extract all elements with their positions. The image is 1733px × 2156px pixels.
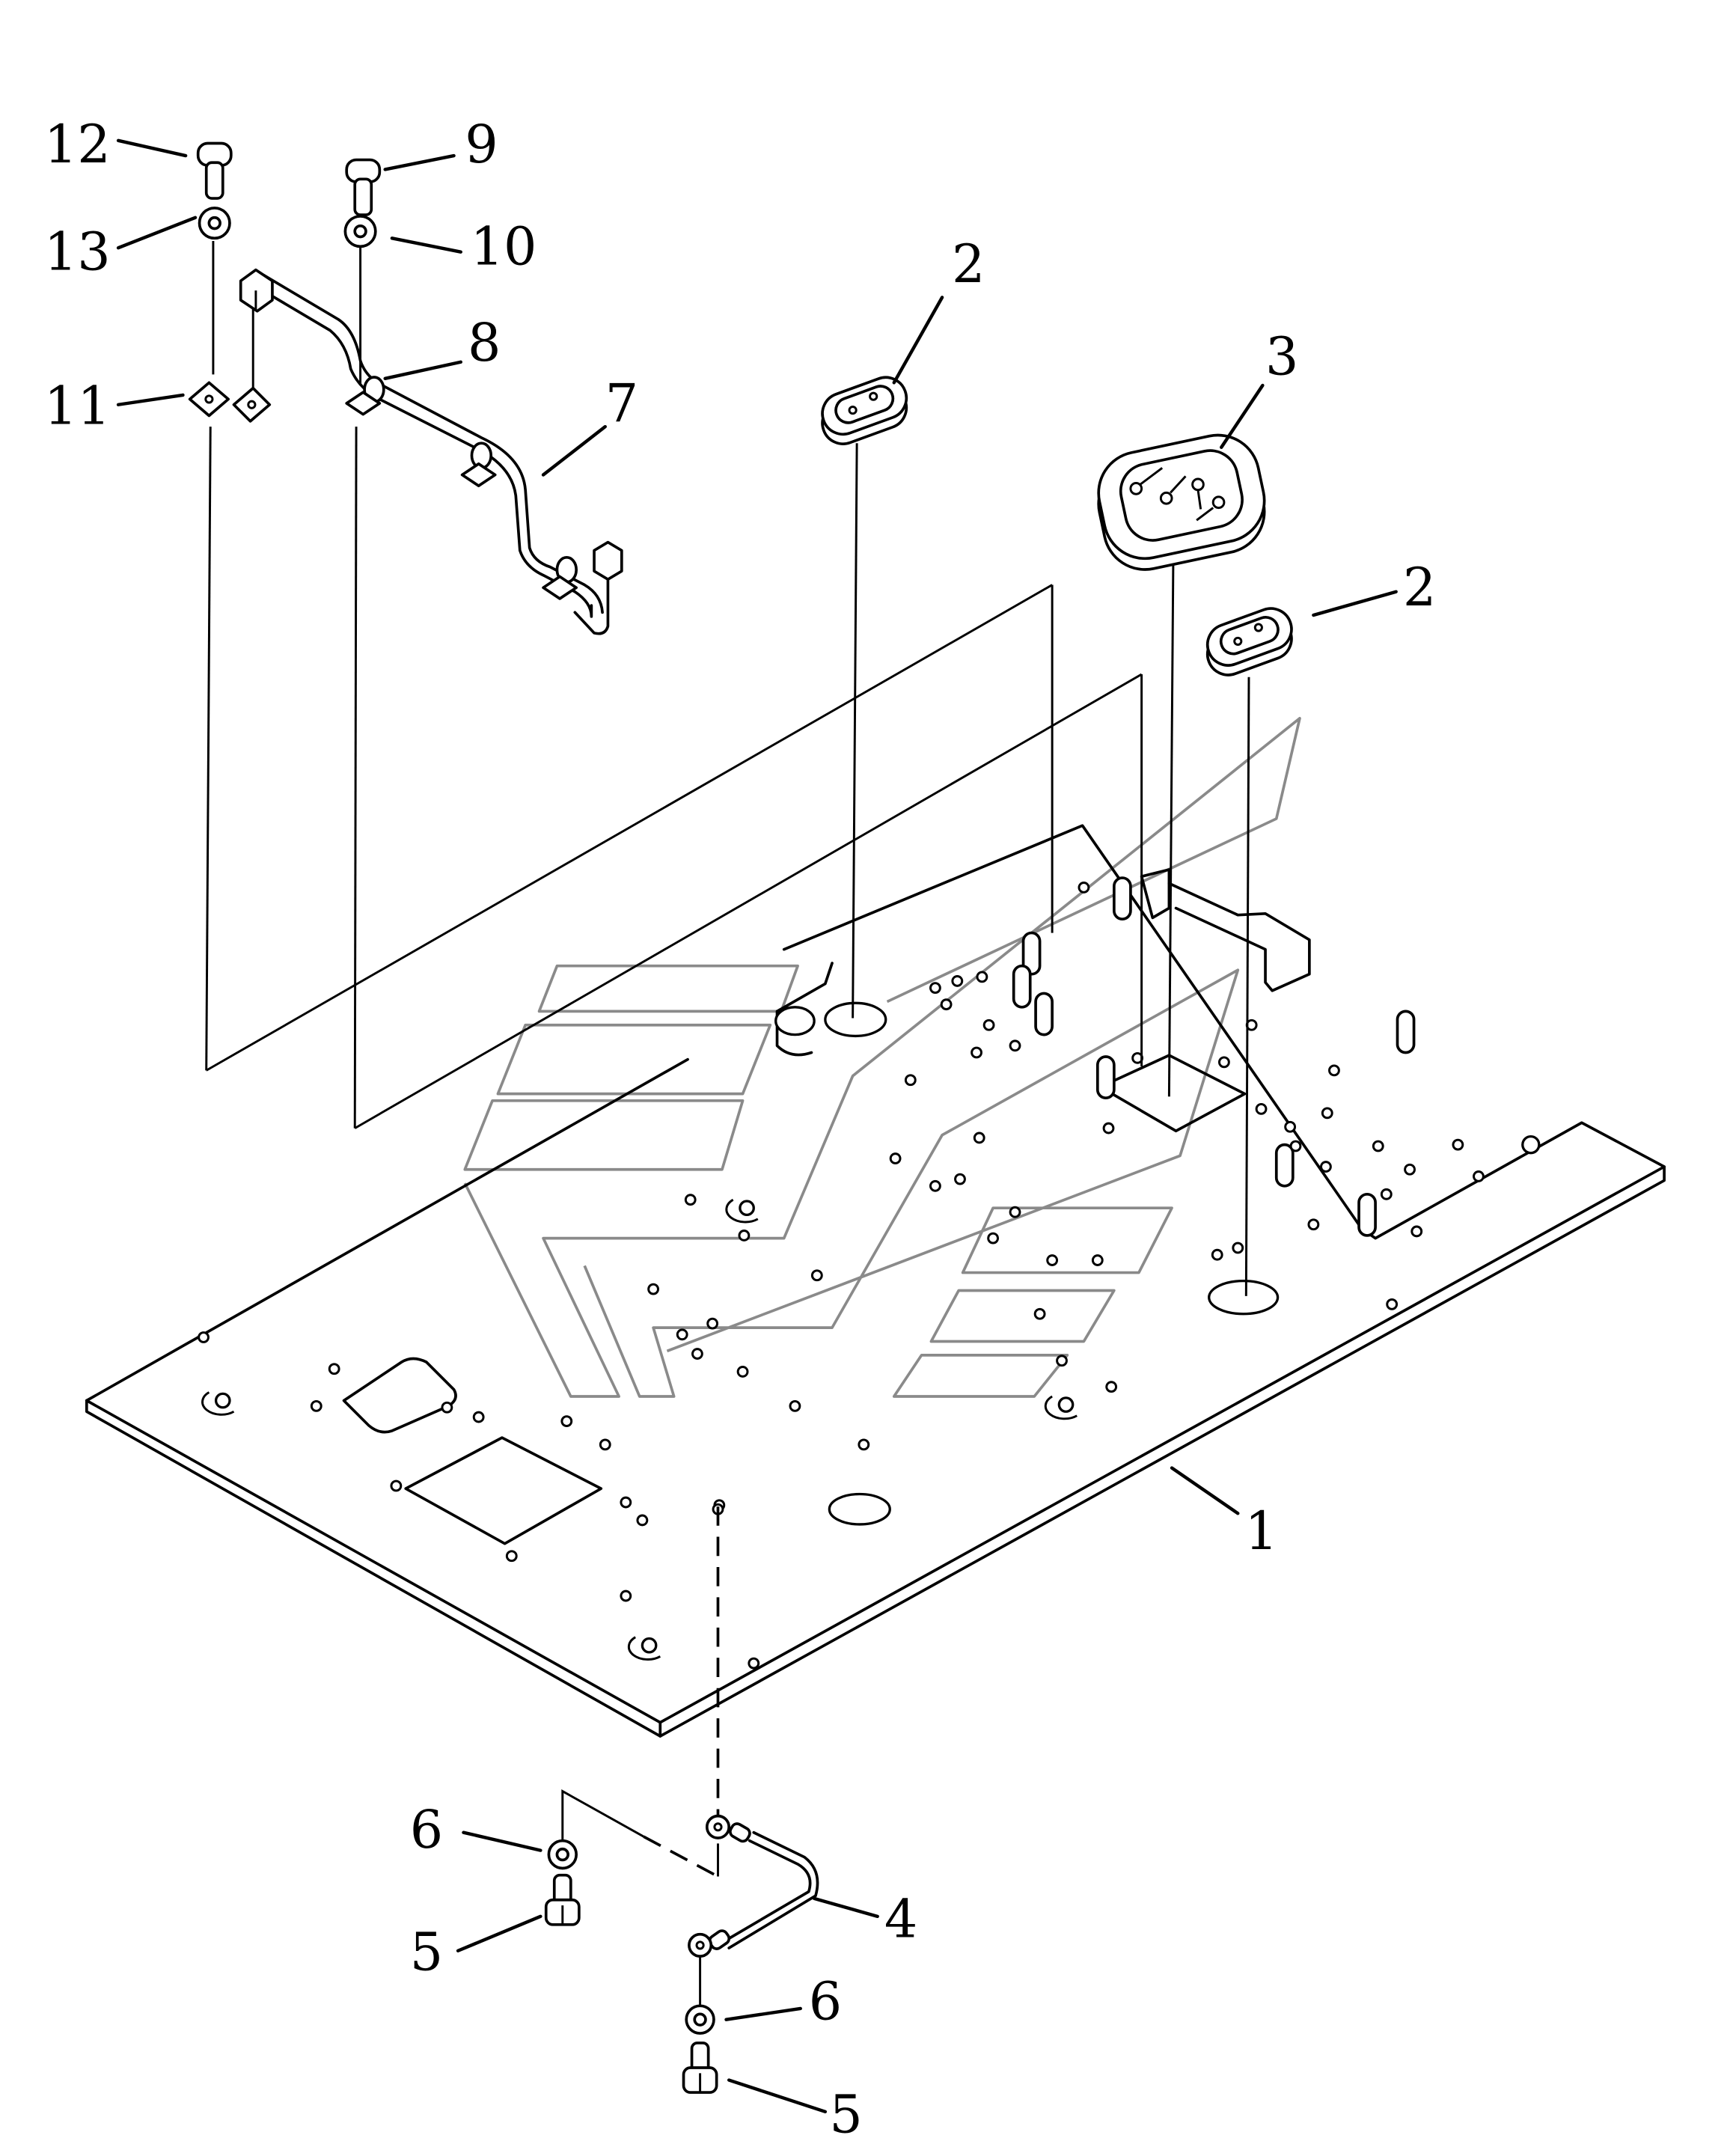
callout-leaders: [116, 138, 1398, 2114]
floor-plate: [85, 824, 1666, 1738]
bolt-12: [196, 141, 233, 200]
wiring-harness-7: [239, 268, 623, 635]
standoff-posts: [1012, 876, 1416, 1237]
callout-3: 3: [1265, 326, 1298, 387]
countersunk-holes: [201, 1135, 1541, 1661]
callout-numbers: 12 13 11 9 10 8 7 2 3 2 1 6 5 4 6 5: [44, 114, 1436, 2145]
connector-end-right: [573, 540, 623, 635]
callout-6-lower: 6: [809, 1972, 842, 2033]
clamp-8: [345, 376, 578, 600]
callout-9: 9: [465, 114, 498, 175]
callout-2-right: 2: [1403, 558, 1436, 618]
plate-logo-watermark: [463, 717, 1301, 1398]
callout-12: 12: [44, 114, 111, 175]
callout-8: 8: [468, 313, 501, 373]
washer-6-lower: [685, 2004, 715, 2035]
clamp-bracket-11: [188, 381, 272, 423]
bolt-9: [345, 158, 382, 216]
grommet-3: [1097, 433, 1266, 571]
grommet-2-left: [821, 376, 908, 445]
callout-5-lower: 5: [829, 2084, 862, 2145]
callout-10: 10: [471, 216, 537, 277]
callout-6-upper: 6: [410, 1800, 443, 1860]
ground-cable-4: [688, 1814, 819, 1958]
washer-13: [198, 207, 231, 240]
washer-10: [343, 215, 377, 248]
callout-2-left: 2: [952, 234, 985, 295]
callout-5-upper: 5: [410, 1923, 443, 1983]
callout-1: 1: [1244, 1501, 1277, 1562]
grommet-2-right: [1205, 607, 1293, 677]
callout-13: 13: [44, 222, 111, 283]
bolt-5-lower: [682, 2042, 718, 2094]
callout-11: 11: [44, 376, 111, 436]
assembly-lines: [205, 241, 1250, 2006]
callout-7: 7: [605, 373, 638, 434]
connector-end-left: [239, 268, 274, 313]
washer-6-upper: [547, 1839, 578, 1870]
callout-4: 4: [884, 1889, 917, 1949]
bolt-5-upper: [544, 1873, 581, 1926]
